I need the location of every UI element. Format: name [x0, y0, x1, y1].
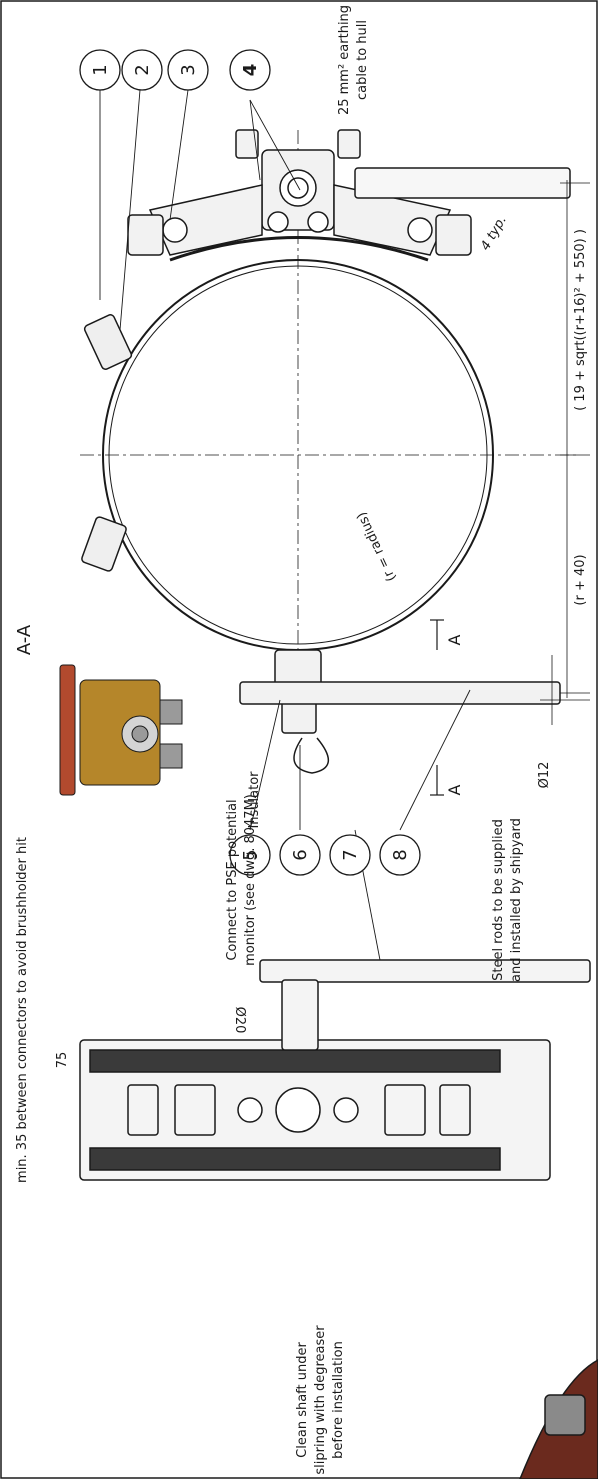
section-markers — [430, 619, 444, 796]
pse-note-2: monitor (see dwg. 8047M) — [243, 794, 258, 966]
balloon-4 — [229, 49, 271, 91]
balloon-5 — [229, 834, 271, 876]
side-view-assembly — [79, 959, 591, 1181]
balloon-5-label: 5 — [240, 849, 261, 860]
min35-note: min. 35 between connectors to avoid brus… — [15, 837, 30, 1183]
section-a-bottom: A — [445, 784, 464, 795]
pse-note-1: Connect to PSE potential — [225, 799, 240, 960]
insulator-label: Insulator — [247, 771, 262, 829]
section-aa-part — [59, 664, 183, 796]
leader-lines — [99, 89, 471, 961]
clamp-and-rod — [239, 649, 561, 774]
balloon-3-label: 3 — [178, 64, 199, 75]
r-plus-40: (r + 40) — [573, 554, 588, 605]
clean-note-3: before installation — [331, 1341, 346, 1459]
balloon-7 — [329, 834, 371, 876]
balloon-8-label: 8 — [390, 849, 411, 860]
shaft-end-view — [519, 1359, 598, 1479]
brush-holder-assembly — [127, 129, 472, 262]
dia12-label: Ø12 — [537, 762, 552, 789]
balloon-8 — [379, 834, 421, 876]
dia20-label: Ø20 — [232, 1007, 247, 1034]
steel-rods-note-1: Steel rods to be supplied — [491, 819, 506, 981]
balloon-7-label: 7 — [340, 849, 361, 860]
clean-note-1: Clean shaft under — [295, 1342, 310, 1458]
section-a-top: A — [445, 634, 464, 645]
clean-note-2: slipring with degreaser — [313, 1325, 328, 1475]
grounding-shaft-stub — [354, 167, 571, 199]
balloon-4-label: 4 — [240, 64, 261, 77]
section-aa-title: A-A — [14, 624, 35, 655]
dim75-label: 75 — [55, 1052, 70, 1069]
balloon-1-label: 1 — [90, 64, 111, 75]
radius-label: (r = radius) — [354, 509, 399, 583]
balloon-3 — [167, 49, 209, 91]
balloon-2 — [121, 49, 163, 91]
earthing-note-1: 25 mm² earthing — [337, 5, 352, 115]
balloon-2-label: 2 — [132, 64, 153, 75]
balloon-6 — [279, 834, 321, 876]
vertical-dimension — [540, 180, 590, 725]
dim-formula: ( 19 + sqrt((r+16)² + 550) ) — [573, 229, 588, 411]
four-typ-label: 4 typ. — [478, 213, 510, 253]
balloon-1 — [79, 49, 121, 91]
ring-connectors — [81, 314, 133, 572]
balloon-6-label: 6 — [290, 849, 311, 860]
earthing-note-2: cable to hull — [355, 20, 370, 100]
steel-rods-note-2: and installed by shipyard — [509, 818, 524, 982]
